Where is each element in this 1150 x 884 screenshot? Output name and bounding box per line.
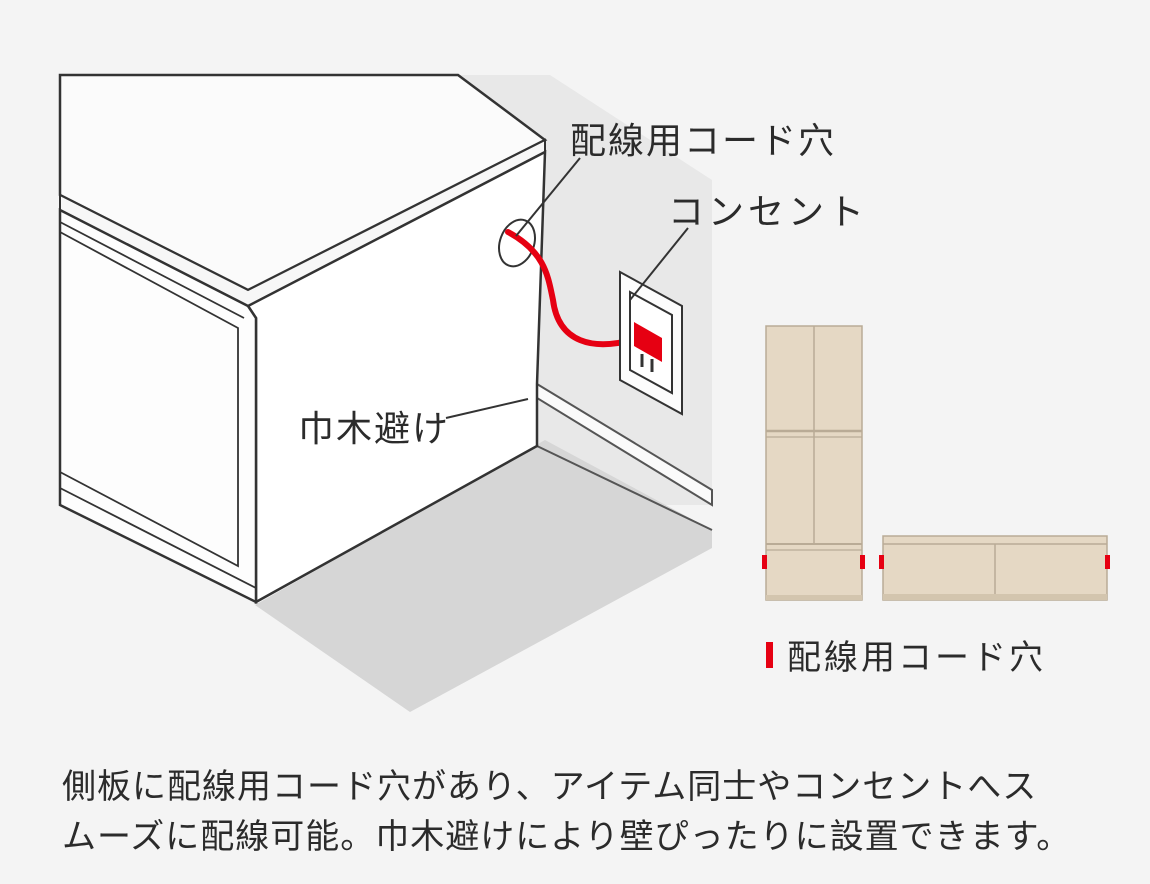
cord xyxy=(505,229,648,348)
cord-hole-marker xyxy=(879,555,884,569)
tall-cabinet xyxy=(762,325,865,601)
cord-hole-marker xyxy=(1105,555,1110,569)
low-cabinet xyxy=(879,535,1110,601)
baseboard-label: 巾木避け xyxy=(298,409,451,450)
cord-hole-label: 配線用コード穴 xyxy=(570,121,837,162)
leader-cord-hole xyxy=(515,157,581,237)
wall-floor-edge xyxy=(536,445,713,531)
legend-label: 配線用コード穴 xyxy=(787,638,1046,678)
cord-hole-marker xyxy=(762,555,767,569)
caption-line-2: ムーズに配線可能。巾木避けにより壁ぴったりに設置できます。 xyxy=(62,817,1072,857)
legend-swatch xyxy=(766,641,773,668)
outlet-label: コンセント xyxy=(668,192,869,233)
cabinet-front xyxy=(58,207,258,605)
door-top-line xyxy=(59,221,245,319)
cord-hole-marker xyxy=(860,555,865,569)
caption: 側板に配線用コード穴があり、アイテム同士やコンセントへス ムーズに配線可能。巾木… xyxy=(62,762,1112,862)
caption-line-1: 側板に配線用コード穴があり、アイテム同士やコンセントへス xyxy=(62,767,1038,807)
floor-shadow xyxy=(255,440,712,712)
leader-outlet xyxy=(629,227,689,301)
legend: 配線用コード穴 xyxy=(766,630,1046,679)
outlet-plug xyxy=(634,322,662,362)
door-top-line-2 xyxy=(59,231,239,568)
leader-baseboard xyxy=(445,398,529,419)
plinth-line xyxy=(59,487,257,589)
